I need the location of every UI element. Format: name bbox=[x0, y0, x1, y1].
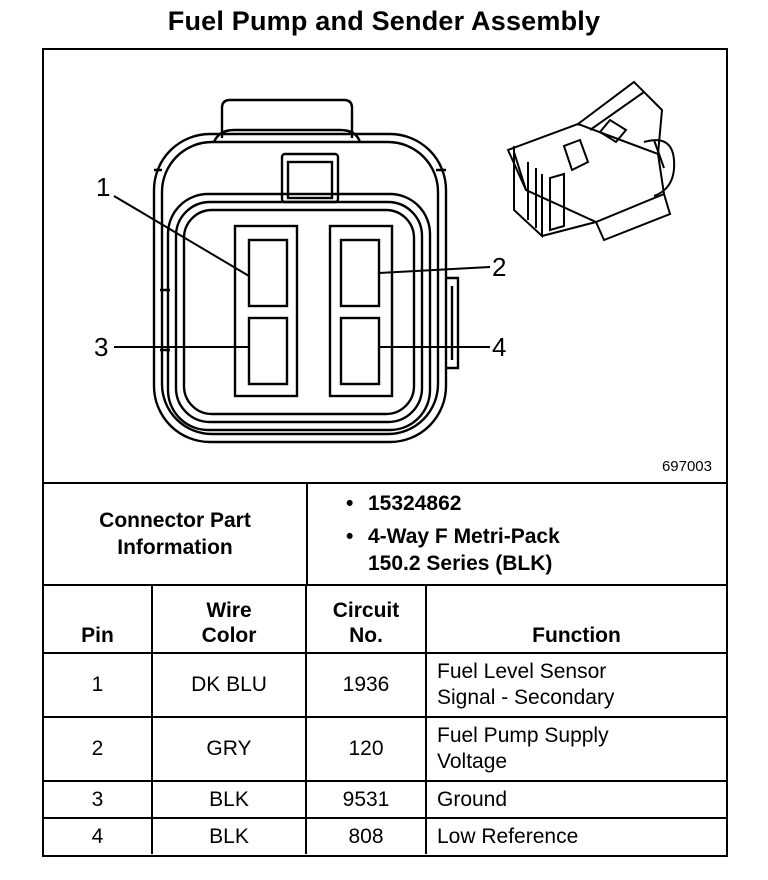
row-pin: 3 bbox=[44, 780, 153, 819]
table-header-row: Pin Wire Color Circuit No. Function bbox=[44, 584, 726, 654]
figure-number: 697003 bbox=[661, 458, 712, 475]
header-wire-color-line1: Wire bbox=[206, 599, 252, 622]
connector-type-line2: 150.2 Series (BLK) bbox=[368, 552, 553, 575]
pinout-table: Pin Wire Color Circuit No. Function 1 DK… bbox=[44, 584, 726, 854]
header-pin: Pin bbox=[44, 584, 153, 654]
connector-info-label: Connector Part Information bbox=[44, 484, 308, 584]
table-row: 2 GRY 120 Fuel Pump Supply Voltage bbox=[44, 716, 726, 782]
pin-label-2: 2 bbox=[492, 252, 506, 282]
row-circuit: 1936 bbox=[305, 652, 427, 718]
row-wire-color: BLK bbox=[151, 780, 307, 819]
row-circuit: 120 bbox=[305, 716, 427, 782]
part-number: 15324862 bbox=[368, 492, 462, 515]
row-function: Fuel Level Sensor Signal - Secondary bbox=[425, 652, 726, 718]
row-function: Fuel Pump Supply Voltage bbox=[425, 716, 726, 782]
row-function-line1: Fuel Level Sensor bbox=[437, 660, 607, 683]
part-number-bullet: 15324862 bbox=[334, 490, 560, 517]
header-circuit-line2: No. bbox=[349, 624, 383, 647]
cavity-4 bbox=[339, 316, 381, 386]
connector-info-label-line1: Connector Part bbox=[99, 509, 251, 532]
connector-info-bullets: 15324862 4-Way F Metri-Pack 150.2 Series… bbox=[334, 490, 560, 583]
header-function: Function bbox=[425, 584, 726, 654]
page-title: Fuel Pump and Sender Assembly bbox=[167, 6, 601, 36]
cavity-2 bbox=[339, 238, 381, 308]
row-function-line2: Voltage bbox=[437, 750, 508, 773]
connector-figure: 1 2 3 4 697003 bbox=[44, 50, 726, 482]
row-wire-color: GRY bbox=[151, 716, 307, 782]
row-function: Low Reference bbox=[425, 817, 726, 854]
connector-outer-body bbox=[152, 132, 448, 444]
table-row: 1 DK BLU 1936 Fuel Level Sensor Signal -… bbox=[44, 652, 726, 718]
header-circuit-line1: Circuit bbox=[332, 599, 400, 622]
cavity-frame-right bbox=[328, 224, 394, 398]
row-pin: 4 bbox=[44, 817, 153, 854]
connector-info-label-line2: Information bbox=[117, 536, 233, 559]
connector-iso-view bbox=[506, 80, 676, 242]
row-wire-color: DK BLU bbox=[151, 652, 307, 718]
pin-label-4: 4 bbox=[492, 332, 506, 362]
row-wire-color: BLK bbox=[151, 817, 307, 854]
pin-label-3: 3 bbox=[94, 332, 108, 362]
pin-label-1: 1 bbox=[96, 172, 110, 202]
row-pin: 2 bbox=[44, 716, 153, 782]
connector-frame: 1 2 3 4 697003 bbox=[42, 48, 728, 857]
row-function-line2: Signal - Secondary bbox=[437, 686, 615, 709]
cavity-3 bbox=[247, 316, 289, 386]
cavity-1 bbox=[247, 238, 289, 308]
header-circuit: Circuit No. bbox=[305, 584, 427, 654]
cavity-frame-left bbox=[233, 224, 299, 398]
leader-line-2 bbox=[378, 266, 491, 274]
header-wire-color-line2: Color bbox=[201, 624, 257, 647]
leader-line-1 bbox=[113, 195, 250, 277]
connector-drawing: 1 2 3 4 bbox=[94, 80, 676, 444]
connector-type-line1: 4-Way F Metri-Pack bbox=[368, 525, 560, 548]
row-function-line1: Fuel Pump Supply bbox=[437, 724, 609, 747]
header-wire-color: Wire Color bbox=[151, 584, 307, 654]
row-pin: 1 bbox=[44, 652, 153, 718]
row-function: Ground bbox=[425, 780, 726, 819]
table-row: 3 BLK 9531 Ground bbox=[44, 780, 726, 819]
row-circuit: 9531 bbox=[305, 780, 427, 819]
connector-info-section: Connector Part Information 15324862 4-Wa… bbox=[44, 482, 726, 586]
table-row: 4 BLK 808 Low Reference bbox=[44, 817, 726, 854]
row-circuit: 808 bbox=[305, 817, 427, 854]
connector-latch bbox=[220, 98, 354, 138]
connector-type-bullet: 4-Way F Metri-Pack 150.2 Series (BLK) bbox=[334, 523, 560, 577]
